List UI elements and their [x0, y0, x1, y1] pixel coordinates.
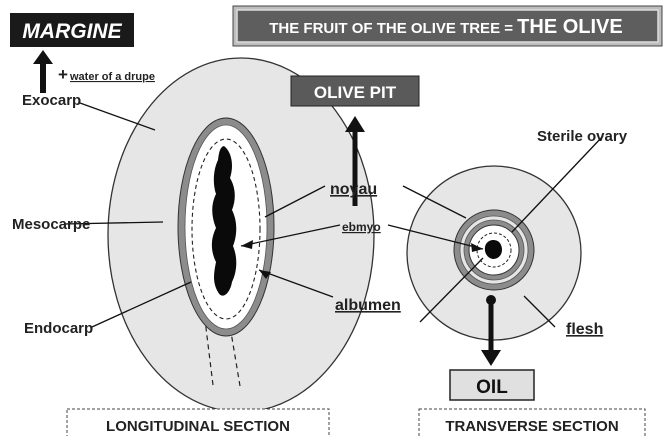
flesh-label: flesh [566, 321, 603, 338]
sterile-ovary-label: Sterile ovary [537, 128, 628, 145]
endocarp-label: Endocarp [24, 320, 93, 337]
transverse-olive [407, 166, 581, 340]
olive-pit-box: OLIVE PIT [291, 76, 419, 106]
albumen-label: albumen [335, 297, 401, 314]
exocarp-label: Exocarp [22, 92, 81, 109]
olive-pit-arrow-head [345, 116, 365, 132]
title-banner: THE FRUIT OF THE OLIVE TREE = THE OLIVE [233, 6, 662, 46]
ebmyo-label: ebmyo [342, 220, 381, 234]
transverse-section-label: TRANSVERSE SECTION [445, 418, 618, 435]
margine-label: MARGINE [22, 20, 122, 43]
water-plus-sign: + [58, 65, 68, 84]
olive-pit-label: OLIVE PIT [314, 83, 397, 102]
margine-arrow-head [33, 50, 53, 64]
longitudinal-caption: LONGITUDINAL SECTION [67, 409, 329, 436]
longitudinal-section-label: LONGITUDINAL SECTION [106, 418, 290, 435]
longitudinal-olive [108, 58, 374, 412]
margine-box: MARGINE [10, 13, 134, 47]
water-of-drupe-label: water of a drupe [69, 71, 155, 83]
title-prefix: THE FRUIT OF THE OLIVE TREE = [269, 20, 517, 37]
oil-arrow-head [481, 350, 501, 366]
mesocarpe-label: Mesocarpe [12, 216, 90, 233]
oil-box: OIL [450, 370, 534, 400]
transverse-caption: TRANSVERSE SECTION [419, 409, 645, 436]
title-main: THE OLIVE [517, 16, 623, 38]
oil-label: OIL [476, 377, 508, 398]
diagram-title: THE FRUIT OF THE OLIVE TREE = THE OLIVE [269, 16, 623, 38]
noyau-label: noyau [330, 181, 377, 198]
